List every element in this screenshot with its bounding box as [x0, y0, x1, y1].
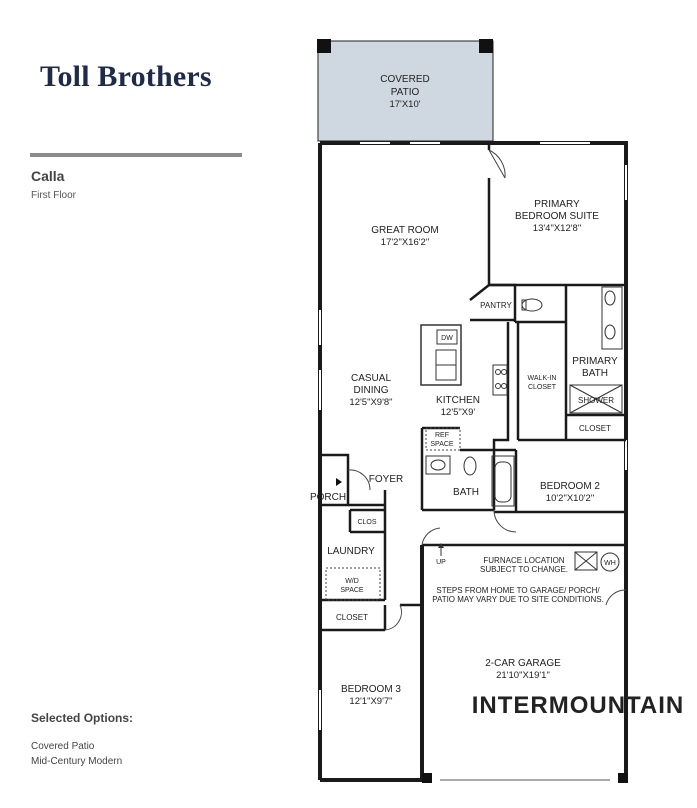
primary-suite-dim: 13'4"X12'8"	[533, 223, 581, 234]
watermark: INTERMOUNTAIN	[472, 692, 685, 719]
option-item: Mid-Century Modern	[31, 756, 123, 767]
bath-label: BATH	[453, 487, 479, 498]
shower-label: SHOWER	[578, 396, 614, 405]
ref-label: SPACE	[430, 441, 454, 448]
up-label: UP	[436, 559, 446, 566]
bedroom2-dim: 10'2"X10'2"	[546, 493, 594, 504]
laundry-closet-label: CLOSET	[336, 613, 368, 622]
steps-note: PATIO MAY VARY DUE TO SITE CONDITIONS.	[432, 595, 604, 604]
dw-label: DW	[441, 335, 453, 342]
primary-closet-label: CLOSET	[579, 424, 611, 433]
floor-label: First Floor	[31, 190, 76, 201]
foyer-label: FOYER	[369, 474, 403, 485]
kitchen-label: KITCHEN	[436, 395, 480, 406]
garage-dim: 21'10"X19'1"	[496, 670, 550, 681]
primary-bath-label: PRIMARY	[572, 356, 618, 367]
wh-label: WH	[604, 560, 616, 567]
casual-dining-label: DINING	[354, 385, 389, 396]
option-item: Covered Patio	[31, 741, 95, 752]
options-heading: Selected Options:	[31, 711, 134, 725]
ref-label: REF	[435, 432, 449, 439]
wd-label: W/D	[345, 578, 359, 585]
primary-suite-label: BEDROOM SUITE	[515, 211, 599, 222]
patio-label: PATIO	[391, 87, 420, 98]
kitchen-dim: 12'5"X9'	[441, 407, 476, 418]
bedroom3-label: BEDROOM 3	[341, 684, 401, 695]
brand-logo: Toll Brothers	[40, 60, 212, 93]
pantry-label: PANTRY	[480, 301, 512, 310]
steps-note: STEPS FROM HOME TO GARAGE/ PORCH/	[436, 586, 600, 595]
clos-label: CLOS	[357, 519, 376, 526]
model-name: Calla	[31, 168, 65, 184]
walkin-label: CLOSET	[528, 384, 557, 391]
patio-dim: 17'X10'	[389, 99, 420, 110]
patio-label: COVERED	[380, 74, 429, 85]
great-room-dim: 17'2"X16'2"	[381, 237, 429, 248]
great-room-label: GREAT ROOM	[371, 225, 438, 236]
bedroom3-dim: 12'1"X9'7"	[349, 696, 392, 707]
casual-dining-label: CASUAL	[351, 373, 391, 384]
garage-label: 2-CAR GARAGE	[485, 658, 561, 669]
furnace-note: SUBJECT TO CHANGE.	[480, 565, 568, 574]
laundry-label: LAUNDRY	[327, 546, 375, 557]
casual-dining-dim: 12'5"X9'8"	[349, 397, 392, 408]
patio-area	[317, 40, 494, 142]
porch-label: PORCH	[310, 492, 346, 503]
interior-walls	[320, 143, 626, 632]
wd-label: SPACE	[340, 587, 364, 594]
primary-bath-label: BATH	[582, 368, 608, 379]
divider	[30, 153, 242, 157]
walkin-label: WALK-IN	[528, 375, 557, 382]
furnace-note: FURNACE LOCATION	[483, 556, 564, 565]
bedroom2-label: BEDROOM 2	[540, 481, 600, 492]
primary-suite-label: PRIMARY	[534, 199, 580, 210]
